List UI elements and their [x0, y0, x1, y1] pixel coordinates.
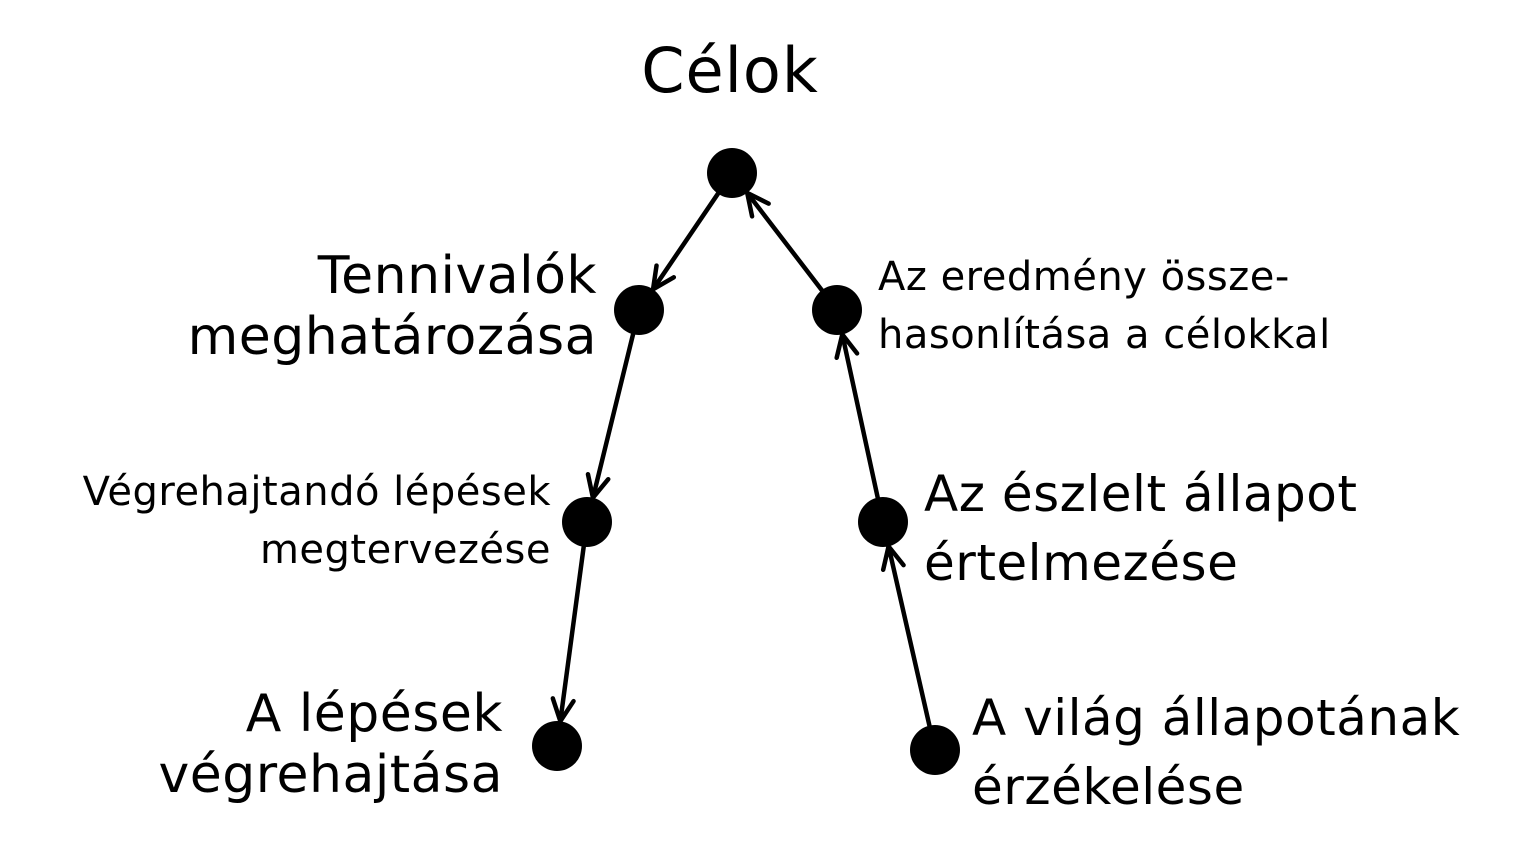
node-label-line: hasonlítása a célokkal: [878, 312, 1331, 358]
edge-compare-to-goals: [744, 190, 825, 293]
edge-line: [886, 544, 932, 728]
node-label-line: Az eredmény össze-: [878, 254, 1290, 300]
edge-goals-to-plan_intent: [650, 191, 721, 292]
node-label-line: Végrehajtandó lépések: [82, 469, 551, 515]
node-label-compare: Az eredmény össze- hasonlítása a célokka…: [878, 248, 1331, 364]
node-specify-actions: [562, 497, 612, 547]
edge-line: [744, 190, 825, 293]
edge-plan_intent-to-specify_actions: [585, 332, 636, 500]
node-label-line: érzékelése: [972, 758, 1245, 816]
node-label-line: meghatározása: [187, 307, 597, 368]
edge-line: [558, 544, 586, 724]
arrowhead: [585, 471, 611, 500]
node-label-line: végrehajtása: [158, 745, 503, 806]
node-label-perform: A lépések végrehajtása: [159, 684, 503, 807]
edge-line: [590, 332, 636, 500]
edge-interpret-to-compare: [834, 332, 880, 500]
edge-perceive-to-interpret: [880, 544, 932, 728]
node-label-line: értelmezése: [924, 534, 1239, 592]
node-label-line: megtervezése: [259, 527, 551, 573]
node-label-specify-actions: Végrehajtandó lépések megtervezése: [83, 463, 551, 579]
diagram-title: Célok: [641, 34, 819, 107]
node-perceive: [910, 725, 960, 775]
node-compare: [812, 285, 862, 335]
node-label-line: Tennivalók: [317, 246, 597, 306]
node-plan-intent: [614, 285, 664, 335]
node-label-plan-intent: Tennivalók meghatározása: [188, 246, 597, 369]
node-label-perceive: A világ állapotának érzékelése: [972, 684, 1460, 822]
node-label-interpret: Az észlelt állapot értelmezése: [924, 460, 1357, 598]
node-goals: [707, 148, 757, 198]
node-interpret: [858, 497, 908, 547]
node-label-line: A világ állapotának: [972, 689, 1461, 747]
edges-layer: [550, 190, 932, 728]
node-label-line: A lépések: [245, 684, 503, 744]
edge-line: [650, 191, 721, 292]
node-label-line: Az észlelt állapot: [924, 465, 1358, 523]
edge-specify_actions-to-perform: [550, 544, 586, 724]
nodes-layer: [532, 148, 960, 775]
edge-line: [840, 332, 880, 500]
node-perform: [532, 721, 582, 771]
arrowhead: [744, 190, 771, 219]
